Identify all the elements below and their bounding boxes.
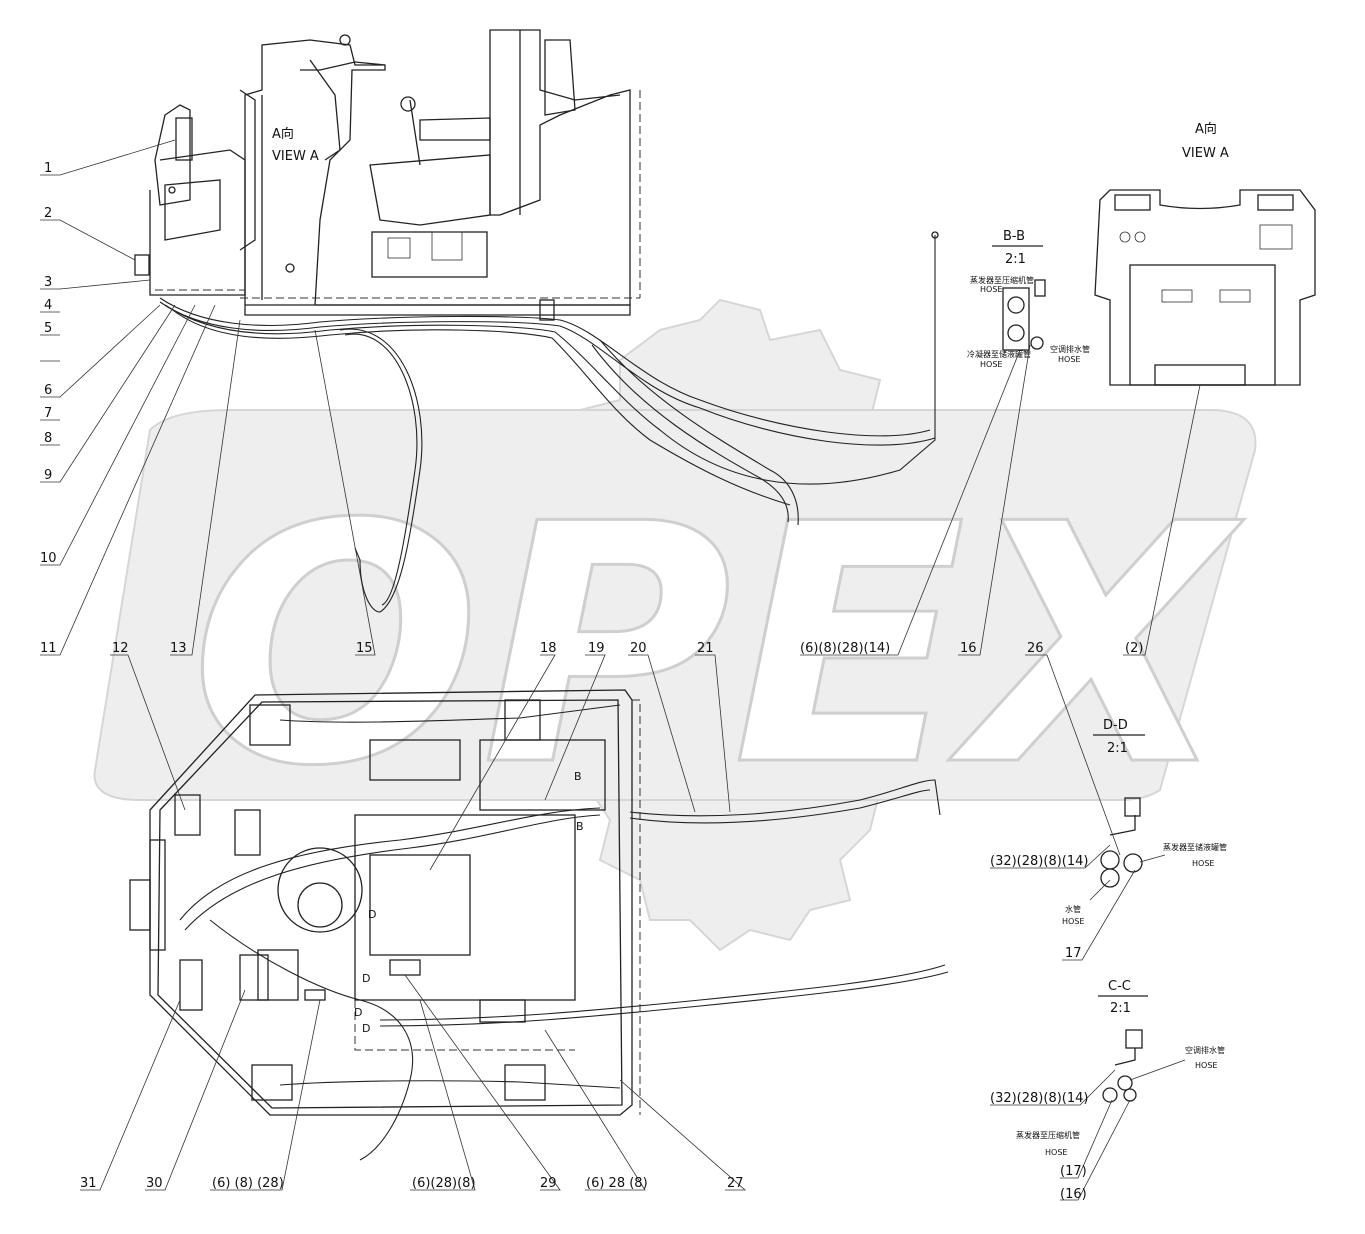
callout-4: 4 — [44, 298, 52, 313]
section-mark-b2: B — [576, 820, 584, 833]
callout-31: 31 — [80, 1176, 97, 1191]
dd-hose1-en: HOSE — [1192, 859, 1214, 868]
section-mark-d4: D — [362, 1022, 370, 1035]
view-a-panel: A向 VIEW A — [1094, 121, 1316, 386]
callout-3: 3 — [44, 275, 52, 290]
section-mark-b1: B — [574, 770, 582, 783]
dd-hose2-en: HOSE — [1062, 917, 1084, 926]
callout-29: 29 — [540, 1176, 557, 1191]
opex-watermark: OPEX — [93, 298, 1257, 952]
callout-dd-left: (32)(28)(8)(14) — [990, 854, 1088, 869]
bb-hose3-en: HOSE — [1058, 355, 1080, 364]
callout-7: 7 — [44, 406, 52, 421]
section-dd-scale: 2:1 — [1107, 741, 1128, 756]
callout-6-28-8-b: (6) 28 (8) — [586, 1176, 648, 1191]
callout-8: 8 — [44, 431, 52, 446]
callout-16-paren: (16) — [1060, 1187, 1087, 1202]
view-a-subtitle: VIEW A — [1182, 146, 1229, 161]
bb-hose2-en: HOSE — [980, 360, 1002, 369]
leader-lines — [40, 139, 1201, 1201]
bb-hose2-cn: 冷凝器至储液罐管 — [967, 349, 1031, 359]
section-mark-d1: D — [368, 908, 376, 921]
cc-hose2-en: HOSE — [1045, 1148, 1067, 1157]
cab-side-view — [134, 29, 939, 613]
callout-6-8-28-14: (6)(8)(28)(14) — [800, 641, 890, 656]
view-a-title: A向 — [1195, 121, 1217, 137]
section-cc-title: C-C — [1108, 979, 1131, 994]
watermark-band — [93, 409, 1257, 801]
cc-hose1-en: HOSE — [1195, 1061, 1217, 1070]
cc-hose1-cn: 空调排水管 — [1185, 1045, 1225, 1055]
callout-2-paren: (2) — [1125, 641, 1143, 656]
bb-hose1-en: HOSE — [980, 285, 1002, 294]
callout-1: 1 — [44, 161, 52, 176]
callout-12: 12 — [112, 641, 129, 656]
dd-hose2-cn: 水管 — [1065, 904, 1081, 914]
view-a-marker-subtitle: VIEW A — [272, 149, 319, 164]
callout-30: 30 — [146, 1176, 163, 1191]
section-dd: D-D 2:1 蒸发器至储液罐管 HOSE 水管 HOSE — [1062, 718, 1227, 926]
callout-cc-left: (32)(28)(8)(14) — [990, 1091, 1088, 1106]
callout-18: 18 — [540, 641, 557, 656]
callout-13: 13 — [170, 641, 187, 656]
watermark-text: OPEX — [190, 454, 1244, 838]
view-a-marker-title: A向 — [272, 126, 294, 142]
section-mark-d3: D — [354, 1006, 362, 1019]
callout-21: 21 — [697, 641, 714, 656]
section-mark-d2: D — [362, 972, 370, 985]
callout-17-paren: (17) — [1060, 1164, 1087, 1179]
callout-10: 10 — [40, 551, 57, 566]
callout-5: 5 — [44, 321, 52, 336]
section-markers: B B D D D D — [354, 770, 584, 1035]
section-cc-scale: 2:1 — [1110, 1001, 1131, 1016]
cc-hose2-cn: 蒸发器至压缩机管 — [1016, 1130, 1080, 1140]
callout-6: 6 — [44, 383, 52, 398]
bb-hose1-cn: 蒸发器至压缩机管 — [970, 275, 1034, 285]
section-bb: B-B 2:1 蒸发器至压缩机管 HOSE 冷凝器至储液罐管 HOSE 空调排水… — [967, 229, 1090, 369]
section-bb-title: B-B — [1003, 229, 1025, 244]
callout-17: 17 — [1065, 946, 1082, 961]
callout-6-28-8: (6)(28)(8) — [412, 1176, 476, 1191]
callout-16: 16 — [960, 641, 977, 656]
section-bb-scale: 2:1 — [1005, 252, 1026, 267]
callout-9: 9 — [44, 468, 52, 483]
callout-26: 26 — [1027, 641, 1044, 656]
dd-hose1-cn: 蒸发器至储液罐管 — [1163, 842, 1227, 852]
section-dd-title: D-D — [1103, 718, 1128, 733]
bb-hose3-cn: 空调排水管 — [1050, 344, 1090, 354]
callout-15: 15 — [356, 641, 373, 656]
callout-labels: 1 2 3 4 5 6 7 8 9 10 11 13 15 (6)(8)(28)… — [40, 161, 1143, 1202]
section-cc: C-C 2:1 空调排水管 HOSE 蒸发器至压缩机管 HOSE — [1016, 979, 1225, 1157]
callout-11: 11 — [40, 641, 57, 656]
callout-20: 20 — [630, 641, 647, 656]
callout-2: 2 — [44, 206, 52, 221]
callout-19: 19 — [588, 641, 605, 656]
callout-27: 27 — [727, 1176, 744, 1191]
callout-6-8-28: (6) (8) (28) — [212, 1176, 284, 1191]
cab-plan-view — [129, 689, 949, 1161]
